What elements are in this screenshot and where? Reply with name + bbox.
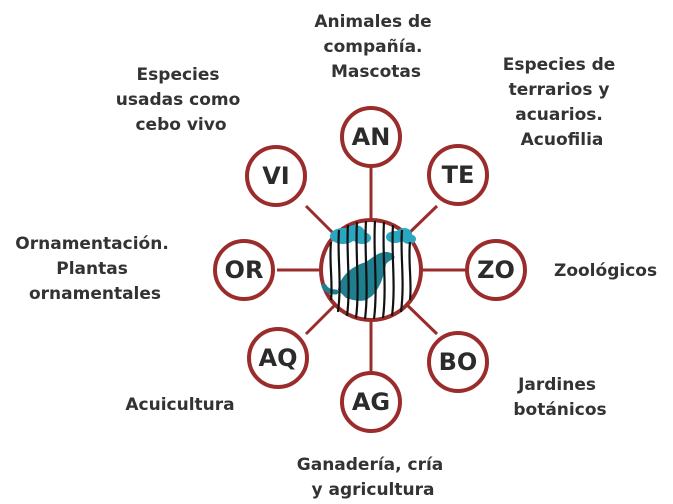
node-code-or: OR	[225, 256, 264, 284]
label-or: Ornamentación. Plantas ornamentales	[15, 234, 174, 304]
connector-bo	[402, 300, 439, 336]
node-code-te: TE	[442, 161, 475, 189]
node-code-ag: AG	[352, 388, 390, 416]
node-zo: ZO	[465, 239, 527, 301]
label-ag: Ganadería, cría y agricultura	[297, 455, 449, 500]
node-code-an: AN	[352, 123, 391, 151]
node-vi: VI	[245, 145, 307, 207]
node-te: TE	[427, 144, 489, 206]
node-code-aq: AQ	[259, 344, 298, 372]
node-code-zo: ZO	[477, 256, 515, 284]
label-an: Animales de compañía. Mascotas	[314, 12, 437, 82]
label-zo: Zoológicos	[554, 261, 657, 281]
node-code-vi: VI	[262, 162, 290, 190]
connector-aq	[304, 300, 340, 336]
label-aq: Acuicultura	[125, 395, 234, 415]
node-aq: AQ	[247, 327, 309, 389]
caged-otter-icon	[319, 218, 423, 322]
label-vi: Especies usadas como cebo vivo	[116, 65, 246, 135]
label-te: Especies de terrarios y acuarios. Acuofi…	[503, 55, 622, 150]
node-an: AN	[340, 106, 402, 168]
node-bo: BO	[427, 331, 489, 393]
node-ag: AG	[340, 371, 402, 433]
node-or: OR	[213, 239, 275, 301]
node-code-bo: BO	[439, 348, 478, 376]
label-bo: Jardines botánicos	[513, 375, 606, 420]
